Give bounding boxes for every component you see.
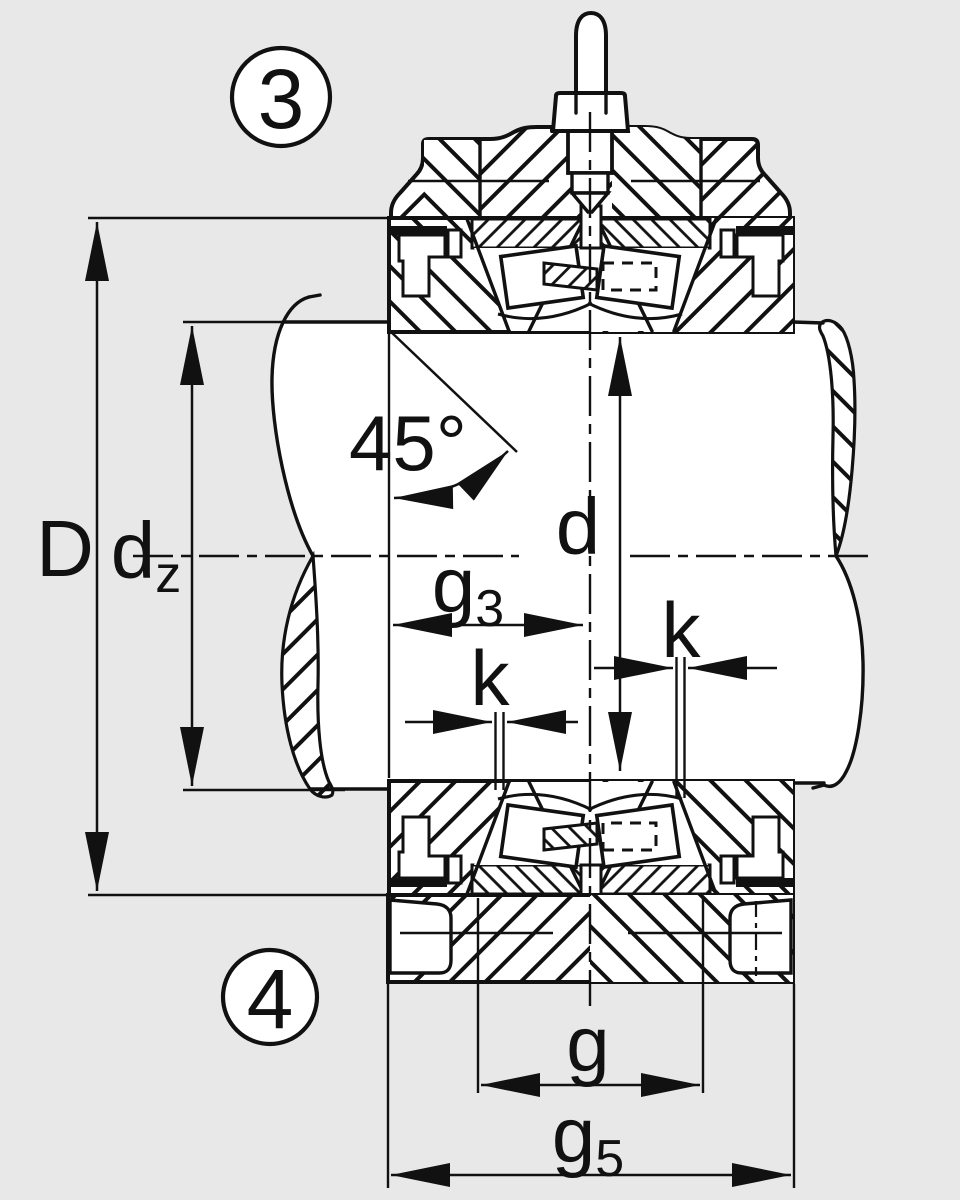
- callout-3-label: 3: [258, 52, 305, 146]
- label-D: D: [36, 504, 94, 593]
- label-g: g: [566, 1000, 609, 1088]
- label-g5: g5: [552, 1091, 624, 1188]
- labyrinth-seal-left: [397, 233, 447, 298]
- shaft-top-edge-right: [791, 320, 825, 325]
- label-d: d: [556, 482, 601, 571]
- callout-3-circle: [229, 45, 333, 149]
- label-k-right: k: [662, 586, 702, 674]
- base-recess-left: [388, 898, 453, 975]
- dimension-annotations: [85, 112, 874, 1188]
- callout-4: 4: [220, 947, 320, 1047]
- seal-groove-right: [736, 226, 793, 235]
- nipple-stem: [574, 10, 608, 95]
- roller-section: [542, 261, 599, 292]
- roller-right: [594, 243, 682, 311]
- label-45deg: 45°: [349, 399, 467, 487]
- seal-groove-left: [389, 226, 447, 235]
- dimension-labels: D dz d 45° g3 k k g g5: [36, 399, 701, 1188]
- callout-4-label: 4: [247, 952, 294, 1046]
- angle-leg: [388, 329, 518, 453]
- label-g3: g3: [432, 541, 504, 638]
- angle-arc: [393, 450, 509, 510]
- shaft-section-left: [280, 550, 335, 799]
- labyrinth-seal-right: [735, 233, 785, 298]
- callout-3: 3: [229, 45, 333, 149]
- label-k-left: k: [471, 634, 511, 722]
- base-recess-right: [728, 898, 793, 975]
- callout-4-circle: [220, 947, 320, 1047]
- label-dz: dz: [111, 506, 182, 604]
- shaft-break-line-right: [822, 554, 865, 789]
- shaft-break-line-left: [270, 295, 315, 558]
- cage-hidden-outline: [601, 261, 658, 292]
